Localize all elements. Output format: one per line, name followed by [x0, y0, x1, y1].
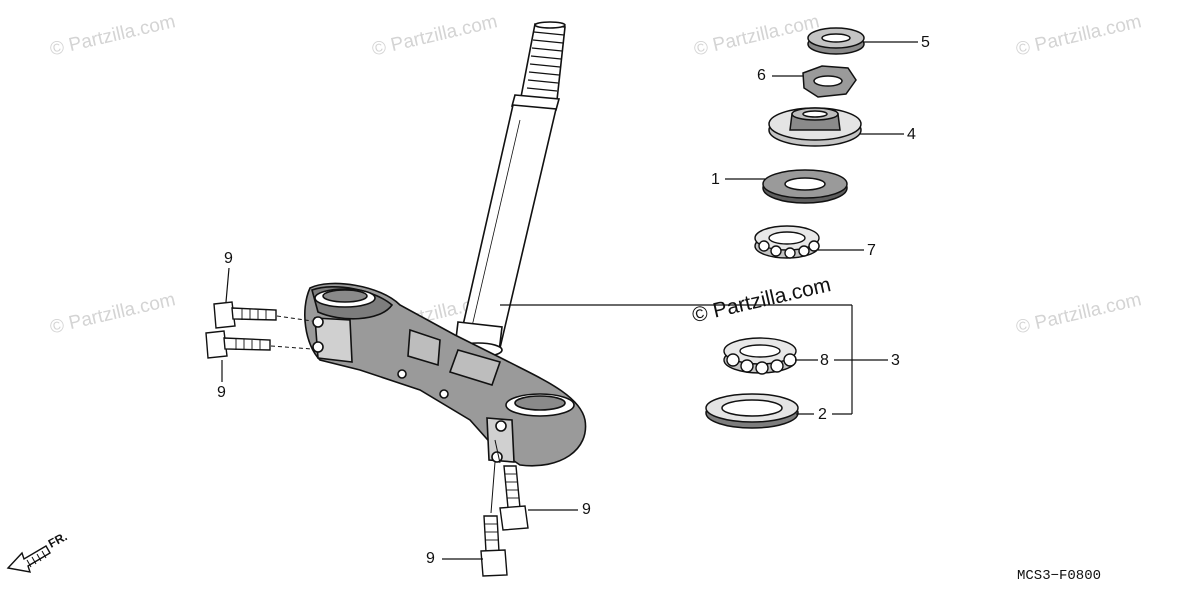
callout-4: 4 — [907, 126, 916, 143]
leader-lines — [221, 41, 918, 560]
callout-8: 8 — [820, 352, 829, 369]
callout-9: 9 — [224, 250, 233, 267]
callout-9: 9 — [426, 550, 435, 567]
steering-stem — [453, 21, 566, 358]
callout-1: 1 — [711, 171, 720, 188]
lower-bearing — [723, 337, 797, 375]
lock-washer — [802, 65, 857, 98]
lower-race — [705, 393, 799, 429]
bolt — [480, 461, 508, 577]
locknut — [807, 27, 865, 55]
front-arrow-icon — [6, 545, 51, 573]
bolt — [213, 301, 313, 329]
bolt — [494, 439, 529, 531]
callout-2: 2 — [818, 406, 827, 423]
lower-triple-clamp — [304, 282, 587, 467]
callout-7: 7 — [867, 242, 876, 259]
callout-3: 3 — [891, 352, 900, 369]
bolt — [205, 330, 313, 359]
callout-5: 5 — [921, 34, 930, 51]
diagram-code: MCS3−F0800 — [1017, 568, 1102, 584]
adjusting-nut — [768, 107, 862, 147]
callout-9: 9 — [582, 501, 591, 518]
upper-bearing — [754, 225, 820, 259]
dust-seal — [762, 169, 848, 204]
callout-9: 9 — [217, 384, 226, 401]
callout-6: 6 — [757, 67, 766, 84]
